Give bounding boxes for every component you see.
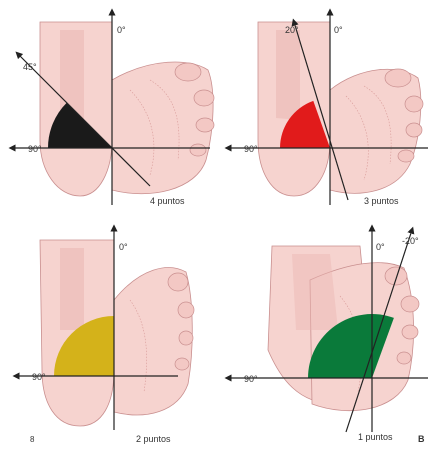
angle-label: -20° bbox=[402, 236, 419, 246]
angle-label: 45° bbox=[23, 62, 37, 72]
score-label: 2 puntos bbox=[136, 434, 171, 444]
corner-mark: 8 bbox=[30, 435, 35, 444]
horizontal-axis-label: 90° bbox=[244, 144, 258, 154]
score-label: 4 puntos bbox=[150, 196, 185, 206]
vertical-axis-label: 0° bbox=[119, 242, 128, 252]
horizontal-axis-label: 90° bbox=[244, 374, 258, 384]
vertical-axis-label: 0° bbox=[334, 25, 343, 35]
angle-label: 20° bbox=[285, 25, 299, 35]
vertical-axis-label: 0° bbox=[117, 25, 126, 35]
vertical-axis-label: 0° bbox=[376, 242, 385, 252]
horizontal-axis-label: 90° bbox=[32, 372, 46, 382]
panel-1: 0° 90° 45° 4 puntos bbox=[12, 12, 214, 206]
corner-mark: B bbox=[418, 434, 425, 444]
panel-4: 0° 90° -20° 1 puntos B bbox=[228, 228, 428, 444]
score-label: 3 puntos bbox=[364, 196, 399, 206]
panel-2: 0° 90° 20° 3 puntos bbox=[228, 12, 428, 206]
panel-3: 0° 90° 2 puntos 8 bbox=[16, 228, 194, 444]
horizontal-axis-label: 90° bbox=[28, 144, 42, 154]
score-label: 1 puntos bbox=[358, 432, 393, 442]
